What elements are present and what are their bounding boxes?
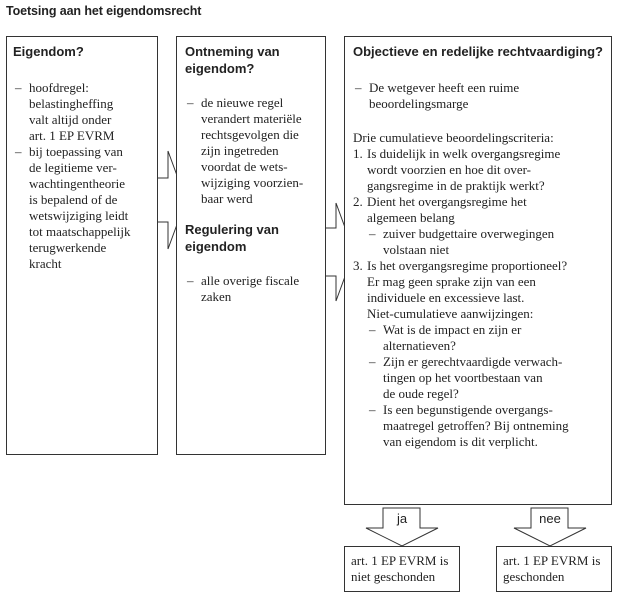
criterion-number: 3. (353, 258, 363, 273)
box-ontneming-list: de nieuwe regel verandert materiële rech… (185, 95, 319, 207)
box-rechtvaardiging: Objectieve en redelijke rechtvaardiging?… (344, 36, 612, 505)
box-eigendom-list: hoofdregel: belastingheffing valt altijd… (13, 80, 151, 272)
box-regulering-title: Regulering van eigendom (185, 222, 279, 254)
list-item: Wat is de impact en zijn er alternatieve… (367, 322, 605, 354)
list-item: bij toepassing van de legitieme ver- wac… (13, 144, 151, 272)
criterion-text: Dient het overgangsregime het algemeen b… (367, 194, 527, 225)
arrow-down-no (513, 507, 587, 547)
criterion-2-subitems: zuiver budgettaire overwegingen volstaan… (367, 226, 605, 258)
list-item: Is een begunstigende overgangs- maatrege… (367, 402, 605, 450)
list-item: hoofdregel: belastingheffing valt altijd… (13, 80, 151, 144)
list-item: Zijn er gerechtvaardigde verwach- tingen… (367, 354, 605, 402)
box-eigendom: Eigendom? hoofdregel: belastingheffing v… (6, 36, 158, 455)
criterion-3-subitems: Wat is de impact en zijn er alternatieve… (367, 322, 605, 450)
box-rechtvaardiging-list: De wetgever heeft een ruime beoordelings… (353, 80, 605, 112)
page-title: Toetsing aan het eigendomsrecht (6, 4, 202, 18)
list-item: zuiver budgettaire overwegingen volstaan… (367, 226, 605, 258)
arrow-down-yes (365, 507, 439, 547)
criterion-number: 2. (353, 194, 363, 209)
criterion-text: Is duidelijk in welk overgangsregime wor… (367, 146, 561, 193)
arrow-label-no: nee (539, 511, 561, 526)
list-item: alle overige fiscale zaken (185, 273, 319, 305)
box-ontneming-title: Ontneming van eigendom? (185, 44, 280, 76)
criterion-number: 1. (353, 146, 363, 161)
box-ontneming: Ontneming van eigendom? de nieuwe regel … (176, 36, 326, 455)
result-box-violated: art. 1 EP EVRM is geschonden (496, 546, 612, 592)
list-item: De wetgever heeft een ruime beoordelings… (353, 80, 605, 112)
box-rechtvaardiging-title: Objectieve en redelijke rechtvaardiging? (353, 44, 603, 59)
criterion-text: Is het overgangsregime proportioneel? Er… (367, 258, 568, 321)
box-regulering-list: alle overige fiscale zaken (185, 273, 319, 305)
arrow-label-yes: ja (396, 511, 408, 526)
criteria-list: 1. Is duidelijk in welk overgangsregime … (353, 146, 605, 450)
box-eigendom-title: Eigendom? (13, 44, 84, 59)
criteria-intro: Drie cumulatieve beoordelingscriteria: (353, 130, 554, 145)
result-box-not-violated: art. 1 EP EVRM is niet geschonden (344, 546, 460, 592)
criterion-3: 3. Is het overgangsregime proportioneel?… (353, 258, 605, 450)
list-item: de nieuwe regel verandert materiële rech… (185, 95, 319, 207)
criterion-2: 2. Dient het overgangsregime het algemee… (353, 194, 605, 258)
criterion-1: 1. Is duidelijk in welk overgangsregime … (353, 146, 605, 194)
